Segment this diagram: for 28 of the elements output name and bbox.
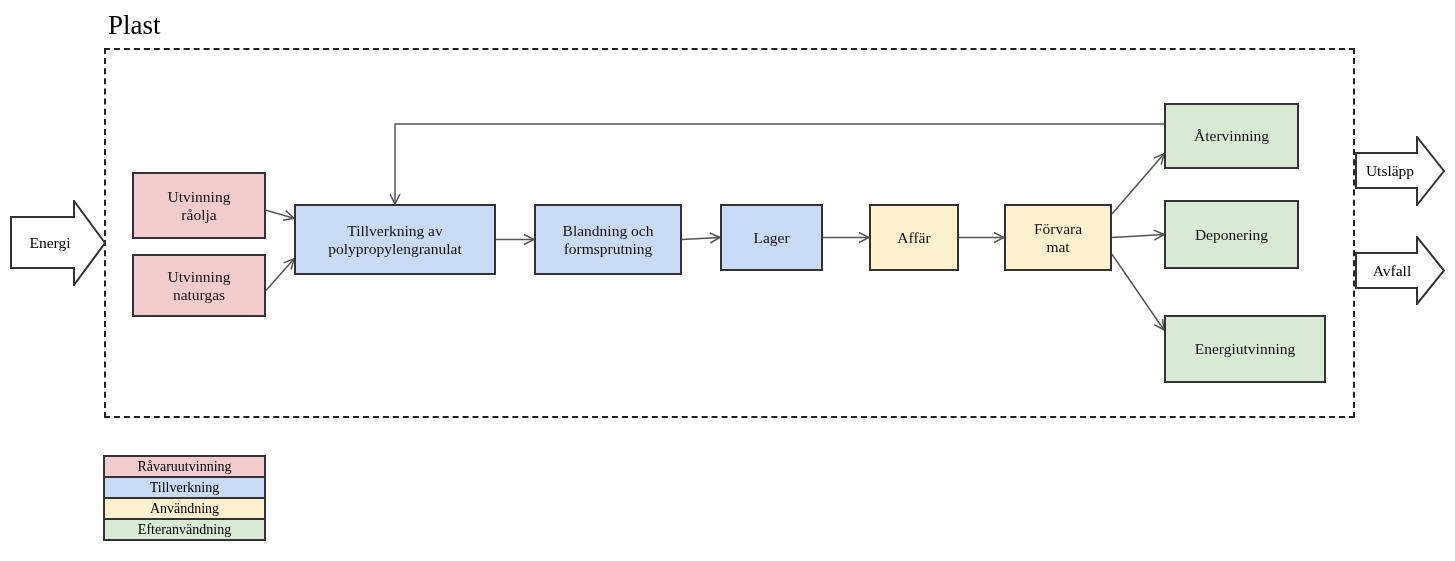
arrow (389, 123, 1165, 205)
process-box: Lager (720, 204, 823, 271)
arrow (822, 231, 870, 244)
node-label: Energi (29, 233, 71, 252)
process-box: Återvinning (1164, 103, 1299, 169)
legend-swatch: Användning (103, 497, 266, 520)
arrow (265, 257, 295, 292)
process-box: Deponering (1164, 200, 1299, 269)
arrow (1111, 253, 1165, 331)
legend-swatch: Råvaruutvinning (103, 455, 266, 478)
node-label: Utsläpp (1365, 161, 1415, 180)
process-box: Utvinning naturgas (132, 254, 266, 317)
arrow (958, 231, 1005, 244)
arrow (1111, 229, 1165, 241)
process-box: Tillverkning av polypropylengranulat (294, 204, 496, 275)
process-box: Utvinning råolja (132, 172, 266, 239)
group-label: Plast (108, 10, 161, 41)
arrow (265, 209, 295, 221)
process-box: Blandning och formsprutning (534, 204, 682, 275)
node-label: Avfall (1372, 261, 1412, 280)
arrow (681, 232, 721, 244)
arrow (495, 233, 535, 246)
process-box: Förvara mat (1004, 204, 1112, 271)
legend-swatch: Efteranvändning (103, 518, 266, 541)
process-box: Energiutvinning (1164, 315, 1326, 383)
legend-swatch: Tillverkning (103, 476, 266, 499)
arrow (1111, 153, 1165, 215)
process-box: Affär (869, 204, 959, 271)
